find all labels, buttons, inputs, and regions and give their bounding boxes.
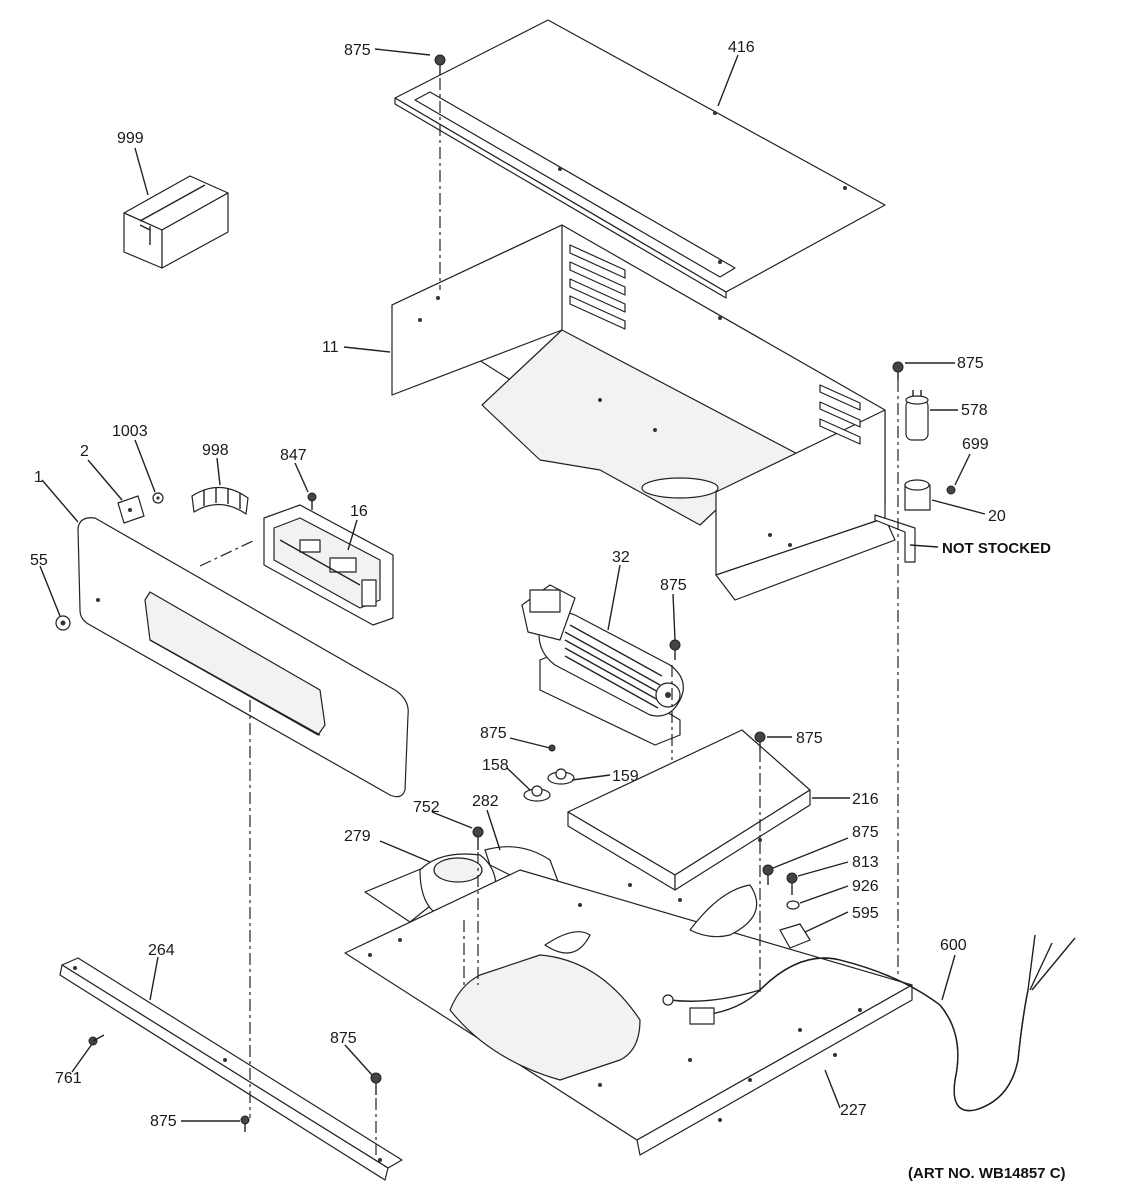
label-998: 998 — [202, 442, 229, 459]
alignment-lines — [199, 78, 899, 1155]
label-875-mid: 875 — [480, 725, 507, 742]
label-875-base: 875 — [852, 824, 879, 841]
label-282: 282 — [472, 793, 499, 810]
label-159: 159 — [612, 768, 639, 785]
part-2-bracket — [117, 495, 145, 524]
label-875-top: 875 — [344, 42, 371, 59]
label-926: 926 — [852, 878, 879, 895]
part-55-knob — [55, 615, 71, 631]
label-216: 216 — [852, 791, 879, 808]
label-875-bottom: 875 — [150, 1113, 177, 1130]
part-600-power-cord — [662, 934, 1076, 1112]
label-875-fan: 875 — [660, 577, 687, 594]
label-999: 999 — [117, 130, 144, 147]
label-16: 16 — [350, 503, 368, 520]
part-159-thermostat — [547, 768, 575, 785]
label-264: 264 — [148, 942, 175, 959]
part-32-fan — [521, 584, 684, 746]
part-11-wrapper — [391, 224, 896, 601]
part-926-grommet — [786, 900, 800, 910]
label-847: 847 — [280, 447, 307, 464]
part-158-thermostat — [523, 785, 551, 802]
vent-slots — [569, 244, 861, 445]
screw-875-base — [762, 864, 774, 885]
base-holes — [368, 883, 862, 1122]
part-16-control-board — [263, 504, 394, 626]
part-1003-nut — [152, 492, 164, 504]
part-1-control-panel — [77, 517, 409, 798]
label-1003: 1003 — [112, 423, 148, 440]
label-32: 32 — [612, 549, 630, 566]
part-20-bracket — [874, 479, 931, 563]
label-1: 1 — [34, 469, 43, 486]
part-labels: 875 416 999 11 875 578 699 20 NOT STOCKE… — [30, 39, 1066, 1182]
label-55: 55 — [30, 552, 48, 569]
part-264-trim — [59, 957, 403, 1181]
label-875-right: 875 — [957, 355, 984, 372]
screw-875-set — [240, 54, 956, 1132]
screw-875-top — [434, 54, 446, 75]
label-699: 699 — [962, 436, 989, 453]
label-595: 595 — [852, 905, 879, 922]
label-875-trim: 875 — [330, 1030, 357, 1047]
part-216-cover — [567, 729, 811, 891]
part-227-base — [344, 869, 913, 1156]
part-416-top-cover — [394, 19, 886, 299]
label-416: 416 — [728, 39, 755, 56]
label-600: 600 — [940, 937, 967, 954]
label-227: 227 — [840, 1102, 867, 1119]
screw-875-right — [892, 361, 904, 380]
art-number: (ART NO. WB14857 C) — [908, 1165, 1066, 1182]
screw-875-trim — [370, 1072, 382, 1095]
part-998-cable — [191, 486, 249, 515]
part-847-screw — [307, 492, 317, 510]
label-2: 2 — [80, 443, 89, 460]
label-875-drawer: 875 — [796, 730, 823, 747]
label-578: 578 — [961, 402, 988, 419]
part-999-box — [123, 175, 229, 269]
label-158: 158 — [482, 757, 509, 774]
fan-blades — [564, 624, 663, 709]
label-761: 761 — [55, 1070, 82, 1087]
label-813: 813 — [852, 854, 879, 871]
label-20: 20 — [988, 508, 1006, 525]
leader-lines — [39, 48, 986, 1122]
part-813-screw — [786, 872, 798, 895]
screw-699 — [946, 485, 956, 495]
screw-875-drawer — [754, 731, 766, 750]
label-11: 11 — [322, 339, 339, 356]
part-752-screw — [472, 826, 484, 850]
part-761-screw — [88, 1034, 105, 1046]
screw-875-bottom — [240, 1115, 250, 1132]
label-752: 752 — [413, 799, 440, 816]
part-578-capacitor — [905, 390, 929, 441]
screw-875-fan — [669, 639, 681, 660]
label-not-stocked: NOT STOCKED — [942, 540, 1051, 557]
part-595-clamp — [779, 923, 811, 949]
label-279: 279 — [344, 828, 371, 845]
